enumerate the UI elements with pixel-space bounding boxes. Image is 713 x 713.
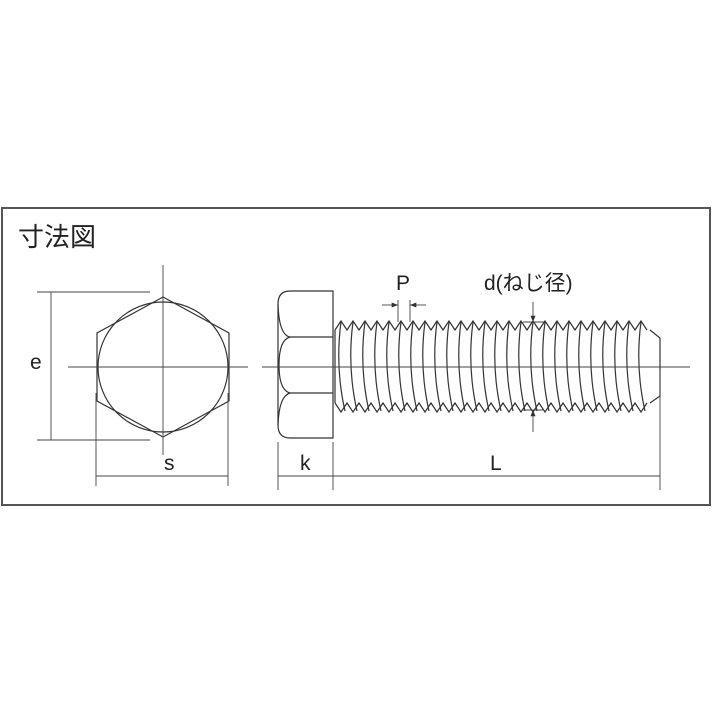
label-e: e: [30, 351, 42, 374]
bolt-head-side-view: [277, 290, 334, 439]
dimension-P: P: [382, 272, 426, 322]
label-k: k: [300, 452, 311, 475]
dimension-L: L: [490, 370, 661, 490]
diagram-frame: [1, 207, 711, 506]
thread-bottom-profile: [334, 401, 648, 414]
diagram-title: 寸法図: [18, 223, 96, 253]
label-s: s: [164, 452, 175, 475]
dimension-k: k: [277, 442, 660, 490]
label-L: L: [490, 452, 502, 475]
label-d: d(ねじ径): [484, 272, 573, 295]
thread-top-profile: [334, 319, 648, 332]
label-P: P: [396, 272, 410, 295]
dimension-e: e: [30, 291, 150, 441]
dimension-s: s: [95, 393, 229, 486]
hex-head-front-view: [68, 265, 248, 455]
dimension-d: d(ねじ径): [484, 272, 573, 432]
